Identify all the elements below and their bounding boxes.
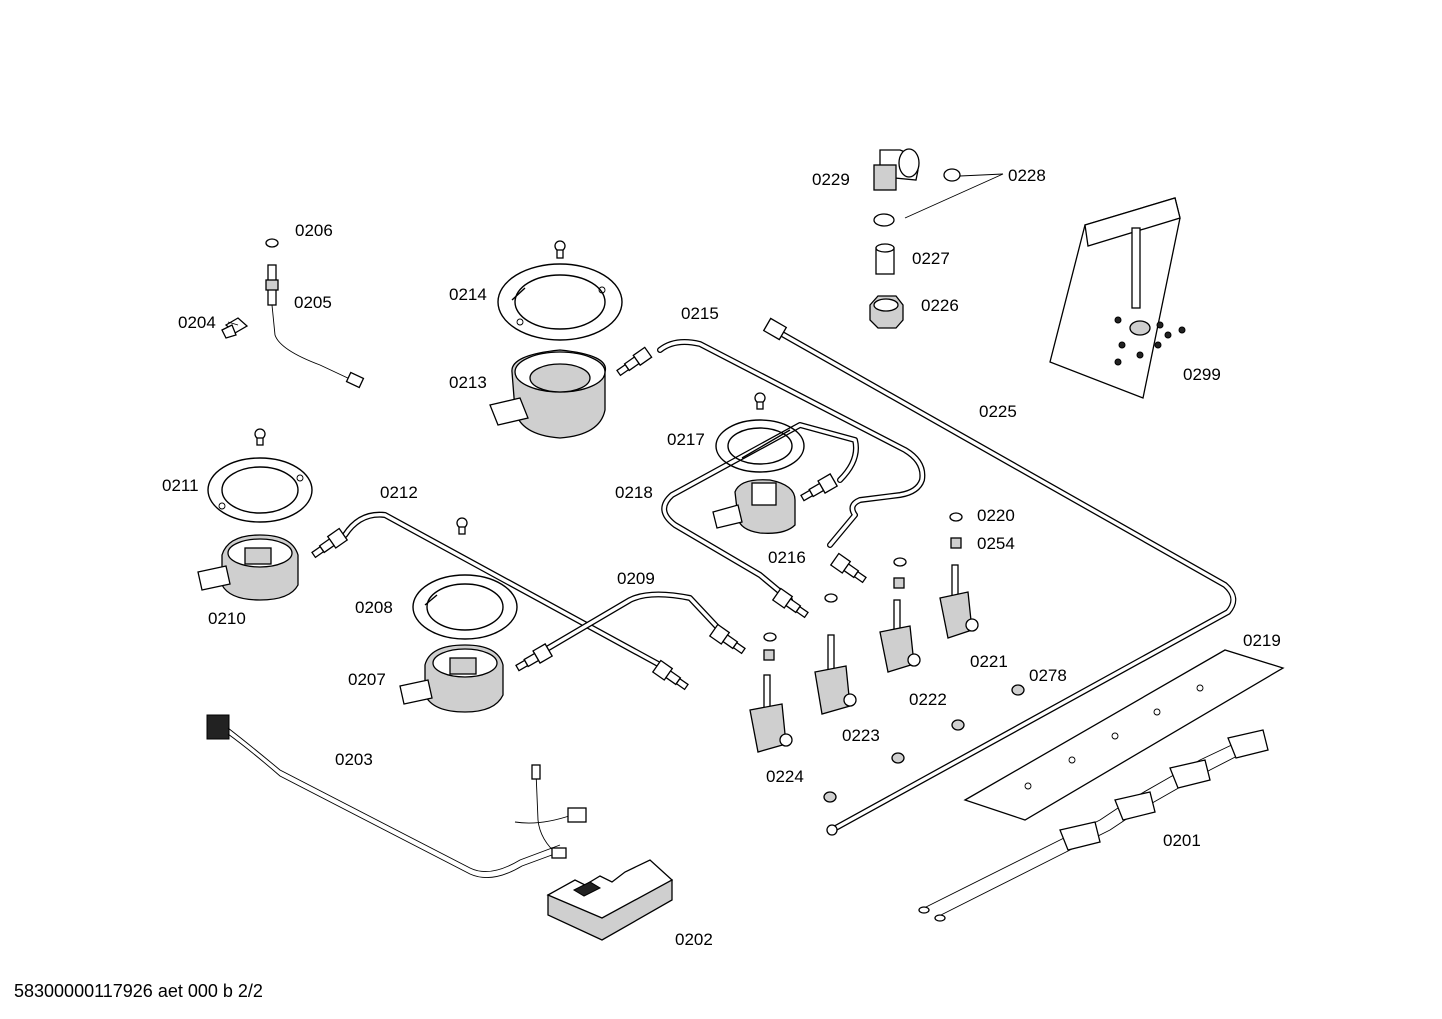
gas-valve-0224 xyxy=(749,632,793,753)
label-0211: 0211 xyxy=(162,476,199,495)
gas-pipe-0225 xyxy=(762,317,1237,836)
pipe-fittings xyxy=(311,346,867,691)
part-labels: 0201 0202 0203 0204 0205 0206 0207 0208 … xyxy=(162,166,1281,949)
label-0209: 0209 xyxy=(617,569,655,588)
label-0221: 0221 xyxy=(970,652,1008,671)
label-0228: 0228 xyxy=(1008,166,1046,185)
gas-pipe-0215 xyxy=(657,339,926,548)
hardware-kit-0299 xyxy=(1049,197,1186,399)
label-0227: 0227 xyxy=(912,249,950,268)
gas-valve-0223 xyxy=(814,593,857,715)
label-0224: 0224 xyxy=(766,767,804,786)
burner-cup-0216 xyxy=(712,392,805,534)
burner-cup-0207 xyxy=(399,517,518,713)
drawing-reference-number: 58300000117926 aet 000 b 2/2 xyxy=(14,981,263,1001)
gas-pipe-0209 xyxy=(542,591,723,653)
label-0201: 0201 xyxy=(1163,831,1201,850)
label-0218: 0218 xyxy=(615,483,653,502)
label-0217: 0217 xyxy=(667,430,705,449)
label-0204: 0204 xyxy=(178,313,216,332)
burner-cup-0213 xyxy=(489,240,623,439)
valve-nuts-0278 xyxy=(823,684,1025,803)
label-0208: 0208 xyxy=(355,598,393,617)
label-0215: 0215 xyxy=(681,304,719,323)
ignition-harness-0201 xyxy=(918,729,1269,922)
wire-harness-0203 xyxy=(206,714,587,879)
gas-pipe-0218 xyxy=(661,422,859,603)
label-0222: 0222 xyxy=(909,690,947,709)
gas-pipe-0212 xyxy=(342,511,663,668)
gas-valve-0221 xyxy=(939,512,979,639)
label-0216: 0216 xyxy=(768,548,806,567)
label-0206: 0206 xyxy=(295,221,333,240)
leader-lines xyxy=(227,321,239,326)
control-panel-strip-0219 xyxy=(963,649,1285,821)
label-0220: 0220 xyxy=(977,506,1015,525)
label-0213: 0213 xyxy=(449,373,487,392)
gas-valve-0222 xyxy=(879,557,921,673)
elbow-fitting-0229 xyxy=(869,148,1004,329)
label-0226: 0226 xyxy=(921,296,959,315)
label-0210: 0210 xyxy=(208,609,246,628)
label-0229: 0229 xyxy=(812,170,850,189)
label-0214: 0214 xyxy=(449,285,487,304)
label-0202: 0202 xyxy=(675,930,713,949)
burner-cup-0210 xyxy=(197,428,313,601)
ignition-electrode-0205 xyxy=(221,238,365,389)
label-0205: 0205 xyxy=(294,293,332,312)
label-0219: 0219 xyxy=(1243,631,1281,650)
ignition-module-0202 xyxy=(546,859,674,941)
label-0225: 0225 xyxy=(979,402,1017,421)
label-0207: 0207 xyxy=(348,670,386,689)
label-0212: 0212 xyxy=(380,483,418,502)
label-0299: 0299 xyxy=(1183,365,1221,384)
label-0223: 0223 xyxy=(842,726,880,745)
label-0203: 0203 xyxy=(335,750,373,769)
label-0278: 0278 xyxy=(1029,666,1067,685)
label-0254: 0254 xyxy=(977,534,1015,553)
